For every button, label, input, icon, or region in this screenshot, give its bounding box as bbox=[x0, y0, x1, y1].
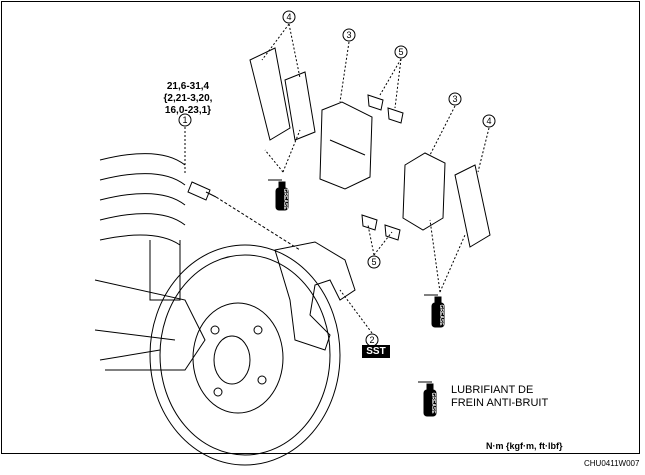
legend-line-2: FREIN ANTI-BRUIT bbox=[451, 397, 549, 409]
callout-3a: 3 bbox=[346, 30, 351, 40]
brake-pad-left bbox=[319, 101, 373, 190]
callout-5b: 5 bbox=[371, 257, 376, 267]
legend-line-1: LUBRIFIANT DE bbox=[451, 384, 534, 396]
callout-4a: 4 bbox=[286, 12, 291, 22]
diagram-frame bbox=[1, 1, 640, 454]
shim-right bbox=[454, 164, 491, 248]
grease-can-label: GREASE bbox=[438, 304, 444, 326]
callout-4b: 4 bbox=[486, 116, 491, 126]
torque-line-2: {2,21-3,20, bbox=[163, 93, 213, 104]
grease-can-icon: GREASE bbox=[424, 294, 445, 328]
torque-spec: 21,6-31,4 {2,21-3,20, 16,0-23,1} bbox=[150, 81, 226, 117]
grease-can-label: GREASE bbox=[430, 392, 436, 414]
shim-left bbox=[249, 47, 316, 141]
units-label: N·m {kgf·m, ft·lbf} bbox=[486, 441, 563, 451]
callout-2: 2 bbox=[369, 335, 374, 345]
figure-code: CHU0411W007 bbox=[584, 459, 640, 468]
pad-clips-upper bbox=[367, 94, 404, 124]
torque-line-1: 21,6-31,4 bbox=[166, 81, 210, 92]
callout-1: 1 bbox=[182, 115, 187, 125]
caliper-bracket bbox=[274, 241, 356, 351]
grease-can-icon: GREASE bbox=[268, 179, 289, 211]
brake-pad-right bbox=[402, 152, 446, 231]
strut-spring bbox=[99, 153, 186, 301]
torque-line-3: 16,0-23,1} bbox=[164, 105, 212, 116]
pad-clips-lower bbox=[361, 214, 401, 241]
callout-3b: 3 bbox=[452, 94, 457, 104]
grease-can-legend-icon: GREASE bbox=[418, 381, 437, 417]
legend-text: LUBRIFIANT DE FREIN ANTI-BRUIT bbox=[451, 384, 548, 410]
grease-can-label: GREASE bbox=[282, 188, 288, 210]
bolt bbox=[187, 181, 301, 251]
brake-disc bbox=[149, 244, 341, 466]
sst-label: SST bbox=[362, 345, 390, 358]
callout-5a: 5 bbox=[398, 47, 403, 57]
